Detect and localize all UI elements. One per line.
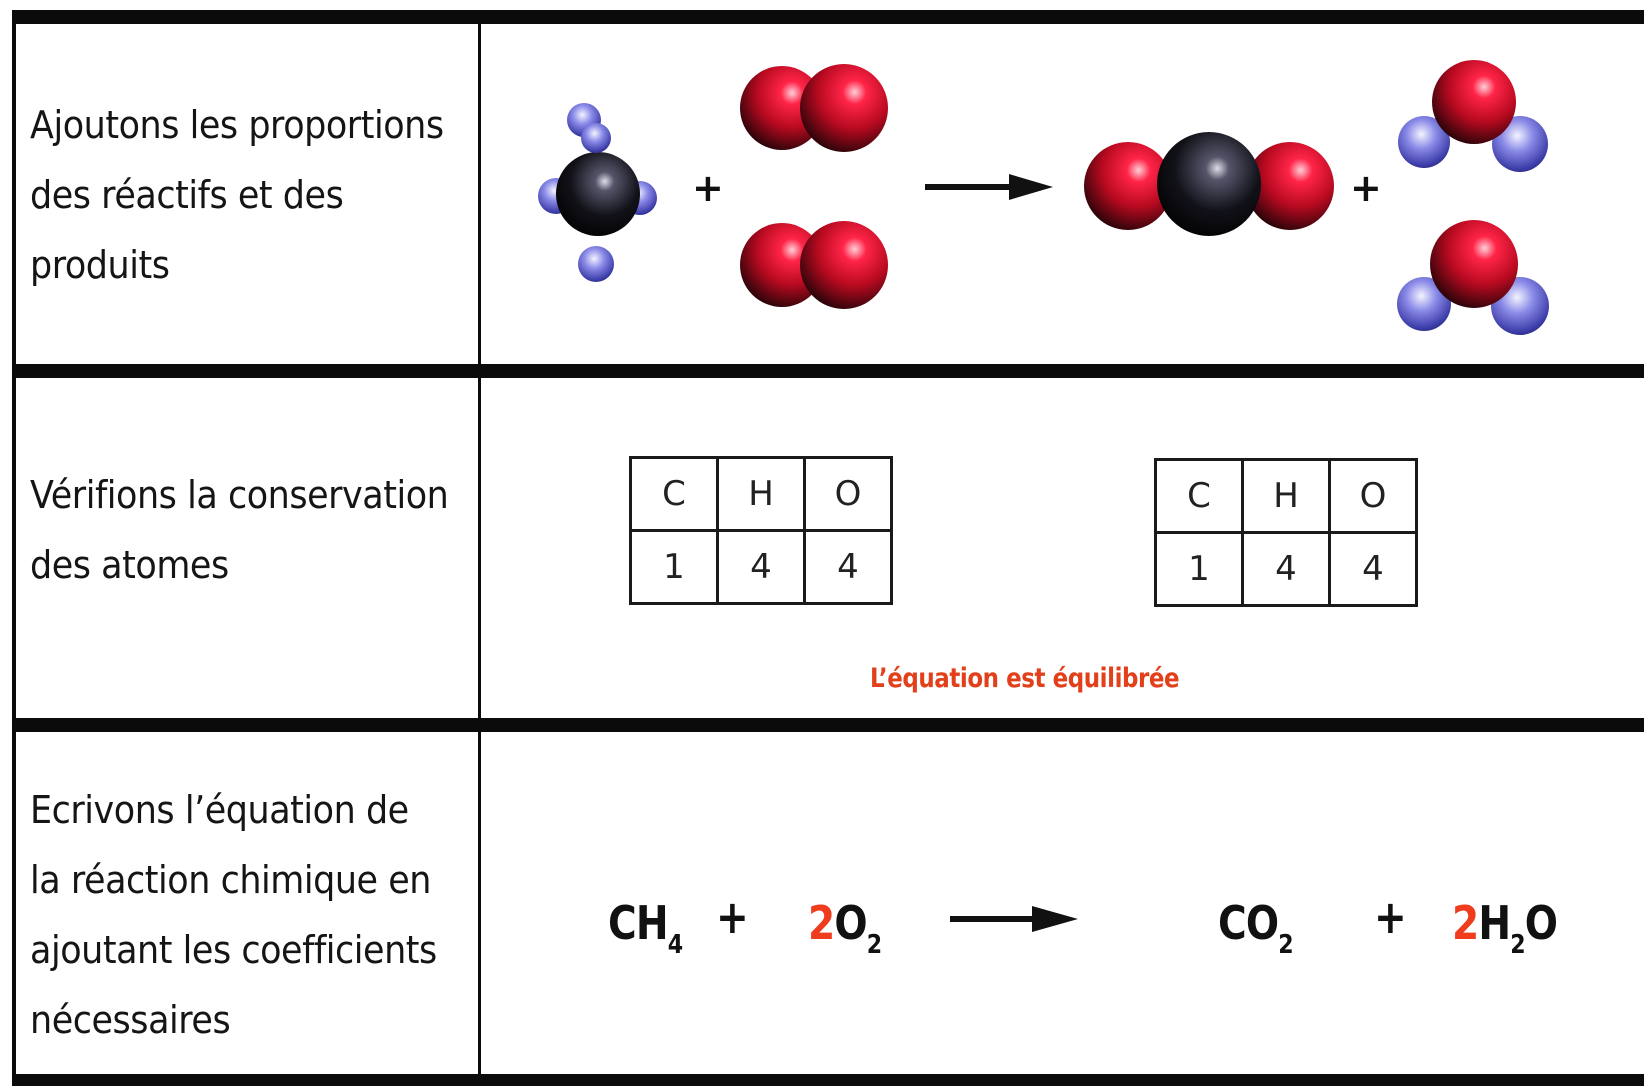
table-cell: 4	[1241, 531, 1331, 607]
equation-reactant-methane: CH4	[608, 896, 683, 960]
equation-reactant-oxygen: 2O2	[808, 896, 882, 960]
table-border-top	[12, 10, 1644, 24]
methane-molecule	[538, 103, 657, 282]
oxygen-atom	[1432, 60, 1516, 144]
table-row: 1 4 4	[1154, 531, 1418, 607]
table-cell: 4	[716, 529, 806, 605]
oxygen-atom	[800, 64, 888, 152]
oxygen-atom	[1084, 142, 1172, 230]
plus-sign: +	[1350, 166, 1382, 210]
subscript: 2	[1510, 930, 1525, 960]
table-header-cell: H	[716, 456, 806, 532]
equation-arrow	[950, 906, 1078, 932]
column-divider	[478, 18, 481, 1082]
product-atom-table: C H O 1 4 4	[1154, 458, 1418, 607]
table-border-bottom	[12, 1074, 1644, 1086]
oxygen-atom	[800, 221, 888, 309]
equation-plus-sign: +	[1374, 890, 1407, 944]
hydrogen-atom	[1397, 277, 1451, 331]
water-molecule	[1397, 220, 1549, 335]
table-row: 1 4 4	[629, 529, 893, 605]
water-molecule	[1398, 60, 1548, 172]
table-header-cell: C	[1154, 458, 1244, 534]
table-header-cell: H	[1241, 458, 1331, 534]
formula-text: CO	[1218, 896, 1279, 950]
table-cell: 4	[1328, 531, 1418, 607]
equation-product-co2: CO2	[1218, 896, 1294, 960]
row-label-conservation: Vérifions la conservation des atomes	[30, 473, 449, 587]
oxygen-atom	[1430, 220, 1518, 308]
table-header-cell: C	[629, 456, 719, 532]
reactant-atom-table: C H O 1 4 4	[629, 456, 893, 605]
stoichiometric-coefficient: 2	[808, 896, 835, 950]
plus-sign: +	[692, 166, 724, 210]
formula-text: H	[1478, 896, 1511, 950]
formula-text: O	[1524, 896, 1558, 950]
carbon-dioxide-molecule	[1084, 132, 1334, 236]
hydrogen-atom	[1398, 116, 1450, 168]
table-cell: 1	[1154, 531, 1244, 607]
table-header-row: C H O	[1154, 458, 1418, 534]
row-label-proportions: Ajoutons les proportions des réactifs et…	[30, 103, 444, 287]
table-header-cell: O	[803, 456, 893, 532]
oxygen-molecule	[740, 64, 888, 152]
table-cell: 1	[629, 529, 719, 605]
oxygen-molecule	[740, 221, 888, 309]
hydrogen-atom	[578, 246, 614, 282]
hydrogen-atom	[581, 123, 611, 153]
hydrogen-atom	[1492, 116, 1548, 172]
oxygen-atom	[1246, 142, 1334, 230]
row-label-equation: Ecrivons l’équation de la réaction chimi…	[30, 788, 437, 1042]
carbon-atom	[556, 152, 640, 236]
equation-product-water: 2H2O	[1452, 896, 1558, 960]
table-border-left	[12, 18, 16, 1082]
subscript: 2	[1278, 930, 1293, 960]
stoichiometric-coefficient: 2	[1452, 896, 1479, 950]
oxygen-atom	[740, 66, 824, 150]
row-divider-2	[12, 718, 1644, 732]
subscript: 4	[667, 930, 683, 960]
reaction-arrow	[925, 174, 1053, 200]
formula-text: O	[834, 896, 867, 950]
carbon-atom	[1157, 132, 1261, 236]
subscript: 2	[866, 930, 882, 960]
balanced-verdict: L’équation est équilibrée	[870, 663, 1180, 694]
formula-text: CH	[608, 896, 669, 950]
table-header-row: C H O	[629, 456, 893, 532]
table-cell: 4	[803, 529, 893, 605]
row-divider-1	[12, 364, 1644, 378]
table-header-cell: O	[1328, 458, 1418, 534]
equation-plus-sign: +	[716, 890, 749, 944]
oxygen-atom	[740, 223, 824, 307]
